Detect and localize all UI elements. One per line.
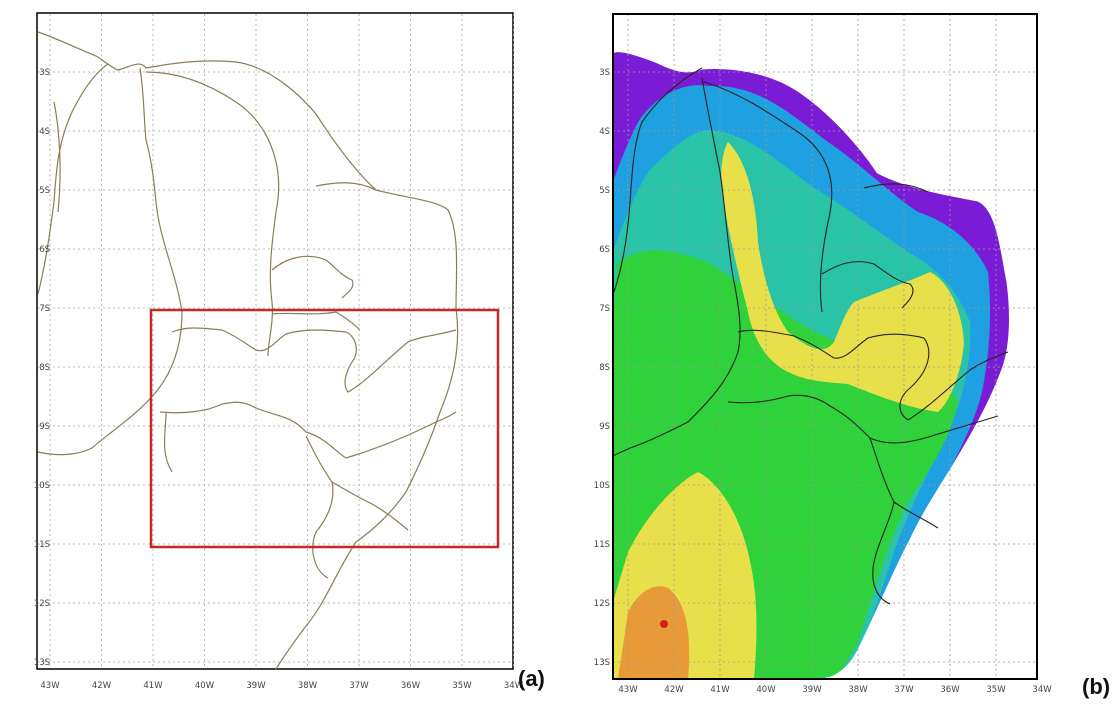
- elevation-peak: [660, 620, 668, 628]
- lon-tick-label: 34W: [504, 681, 524, 691]
- state-line-2: [37, 67, 183, 456]
- lat-tick-label: 11S: [34, 540, 50, 550]
- panel-a-frame: [36, 12, 514, 670]
- lat-tick-label: 5S: [39, 186, 50, 196]
- lat-tick-label: 6S: [599, 245, 610, 255]
- panel-a-svg: 3S 4S 5S 6S 7S 8S 9S 10S 11S 12S 13S 43W 42W 41W 40W 3…: [34, 12, 524, 691]
- panel-b-grid: [613, 14, 1037, 679]
- panel-b-svg: 3S 4S 5S 6S 7S 8S 9S 10S 11S 12S 13S 43W 42W 41W 40W 3…: [594, 13, 1052, 695]
- panel-a-map: 3S 4S 5S 6S 7S 8S 9S 10S 11S 12S 13S 43W 42W 41W 40W 3…: [34, 12, 545, 695]
- lat-tick-label: 3S: [39, 68, 50, 78]
- lat-tick-label: 7S: [39, 304, 50, 314]
- panel-b-label: (b): [1082, 674, 1111, 699]
- state-line-9: [312, 481, 334, 579]
- study-area-box: [149, 308, 500, 549]
- lat-tick-label: 13S: [34, 658, 50, 668]
- lon-tick-label: 39W: [802, 685, 822, 695]
- lon-tick-label: 36W: [401, 681, 421, 691]
- lat-tick-label: 12S: [594, 599, 610, 609]
- panel-a-boundaries: [37, 31, 459, 670]
- panel-b-frame: [612, 13, 1038, 680]
- panel-b-coastline: [612, 49, 1012, 681]
- panel-b-lat-labels: 3S 4S 5S 6S 7S 8S 9S 10S 11S 12S 13S: [594, 68, 610, 668]
- state-line-4: [271, 182, 377, 299]
- state-line-8: [305, 435, 409, 531]
- lon-tick-label: 38W: [848, 685, 868, 695]
- lat-tick-label: 12S: [34, 599, 50, 609]
- lon-tick-label: 42W: [664, 685, 684, 695]
- lat-tick-label: 11S: [594, 540, 610, 550]
- lon-tick-label: 35W: [452, 681, 472, 691]
- lon-tick-label: 34W: [1032, 685, 1052, 695]
- lon-tick-label: 43W: [618, 685, 638, 695]
- lon-tick-label: 40W: [195, 681, 215, 691]
- lat-tick-label: 7S: [599, 304, 610, 314]
- lon-tick-label: 37W: [894, 685, 914, 695]
- state-line-1: [37, 63, 109, 295]
- coastline: [37, 31, 459, 670]
- panel-a-lon-labels: 43W 42W 41W 40W 39W 38W 37W 36W 35W 34W: [40, 681, 523, 691]
- lon-tick-label: 40W: [756, 685, 776, 695]
- panel-a-label: (a): [518, 666, 545, 691]
- lat-tick-label: 13S: [594, 658, 610, 668]
- lat-tick-label: 9S: [599, 422, 610, 432]
- panel-b-boundaries: [613, 67, 1009, 605]
- lat-tick-label: 8S: [599, 363, 610, 373]
- lon-tick-label: 42W: [92, 681, 112, 691]
- lat-tick-label: 6S: [39, 245, 50, 255]
- lat-tick-label: 10S: [34, 481, 50, 491]
- lon-tick-label: 39W: [246, 681, 266, 691]
- lat-tick-label: 8S: [39, 363, 50, 373]
- lon-tick-label: 38W: [298, 681, 318, 691]
- lat-tick-label: 4S: [39, 127, 50, 137]
- lat-tick-label: 10S: [594, 481, 610, 491]
- lon-tick-label: 41W: [710, 685, 730, 695]
- state-line-5: [171, 327, 457, 393]
- panel-a-lat-labels: 3S 4S 5S 6S 7S 8S 9S 10S 11S 12S 13S: [34, 68, 50, 668]
- state-line-10: [163, 411, 173, 473]
- lon-tick-label: 43W: [40, 681, 60, 691]
- lat-tick-label: 5S: [599, 186, 610, 196]
- lat-tick-label: 3S: [599, 68, 610, 78]
- state-line-6: [271, 311, 361, 331]
- elevation-layer-midhigh-1: [721, 142, 964, 412]
- lon-tick-label: 36W: [940, 685, 960, 695]
- panel-b-lon-labels: 43W 42W 41W 40W 39W 38W 37W 36W 35W 34W: [618, 685, 1052, 695]
- lat-tick-label: 4S: [599, 127, 610, 137]
- elevation-layer-high: [618, 586, 690, 679]
- lon-tick-label: 37W: [349, 681, 369, 691]
- lat-tick-label: 9S: [39, 422, 50, 432]
- state-line-7: [159, 401, 457, 459]
- lon-tick-label: 35W: [986, 685, 1006, 695]
- panel-b-map: 3S 4S 5S 6S 7S 8S 9S 10S 11S 12S 13S 43W 42W 41W 40W 3…: [578, 12, 1110, 699]
- lon-tick-label: 41W: [143, 681, 163, 691]
